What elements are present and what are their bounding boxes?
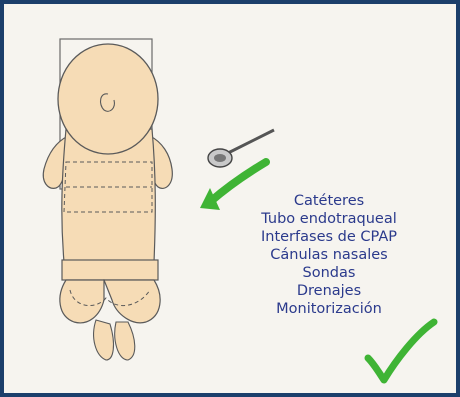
checkmark-icon (364, 318, 438, 384)
right-leg (103, 279, 161, 324)
left-leg (59, 279, 105, 324)
infant-illustration (42, 38, 438, 384)
right-foot (114, 321, 136, 361)
stethoscope-icon (207, 128, 275, 168)
label-drenajes: Drenajes (296, 283, 362, 299)
head (57, 43, 159, 155)
diaper-band (61, 259, 159, 281)
label-cateteres: Catéteres (293, 193, 365, 209)
label-sondas: Sondas (302, 265, 356, 281)
label-interfases-cpap: Interfases de CPAP (260, 229, 397, 245)
label-canulas-nasales: Cánulas nasales (270, 247, 388, 263)
ear (99, 93, 115, 112)
label-monitorizacion: Monitorización (276, 301, 382, 317)
drawing-area: Catéteres Tubo endotraqueal Interfases d… (4, 4, 456, 393)
left-foot (93, 319, 115, 361)
device-list: Catéteres Tubo endotraqueal Interfases d… (229, 192, 429, 318)
vest-band (63, 161, 153, 213)
label-tubo-endotraqueal: Tubo endotraqueal (261, 211, 397, 227)
diaper-dashed (69, 289, 151, 306)
arrow-icon (200, 158, 270, 210)
